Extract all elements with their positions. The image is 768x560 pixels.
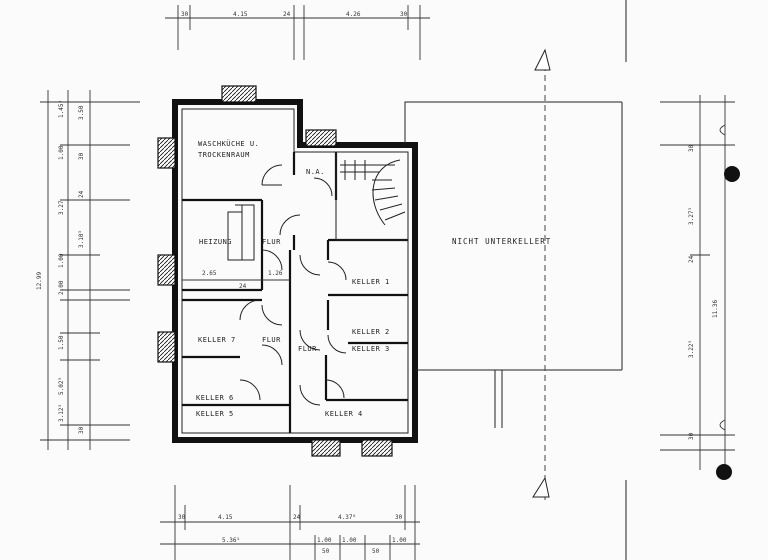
dim-bot-415: 4.15 — [218, 514, 233, 521]
room-label-keller5: KELLER 5 — [196, 410, 234, 418]
dim-inner-126: 1.26 — [268, 270, 283, 277]
dim-left-350: 3.50 — [78, 105, 85, 120]
dim-left-200: 2.00 — [58, 280, 65, 295]
dim-left-24: 24 — [78, 190, 85, 198]
dim-top-415: 4.15 — [233, 11, 248, 18]
room-label-na: N.A. — [306, 168, 325, 176]
dim-bot-50b: 50 — [372, 548, 380, 555]
dim-right-1136: 11.36 — [712, 299, 719, 318]
dim-left-1299: 12.99 — [36, 271, 43, 290]
dim-left-145: 1.45⁵ — [58, 99, 65, 118]
top-dimension-chain — [165, 5, 430, 60]
dim-left-327: 3.27 — [58, 200, 65, 215]
dim-bot-24: 24 — [293, 514, 301, 521]
room-label-keller3: KELLER 3 — [352, 345, 390, 353]
room-label-keller1: KELLER 1 — [352, 278, 390, 286]
dim-bot-30b: 30 — [395, 514, 403, 521]
dim-left-502: 5.02⁵ — [58, 376, 65, 395]
room-label-keller6: KELLER 6 — [196, 394, 234, 402]
room-label-flur-lower-left: FLUR — [262, 336, 281, 344]
column-markers — [716, 166, 740, 480]
room-label-waschkueche: WASCHKÜCHE U. — [198, 140, 260, 148]
room-label-trockenraum: TROCKENRAUM — [198, 151, 250, 159]
room-label-nicht-unterkellert: NICHT UNTERKELLERT — [452, 237, 552, 246]
room-label-keller7: KELLER 7 — [198, 336, 236, 344]
bottom-dimension-chains — [160, 485, 420, 560]
dim-left-100a: 1.00 — [58, 145, 65, 160]
dim-inner-24: 24 — [239, 283, 247, 290]
room-label-keller2: KELLER 2 — [352, 328, 390, 336]
room-label-heizung: HEIZUNG — [199, 238, 233, 246]
dim-top-30b: 30 — [400, 11, 408, 18]
dim-bot-50a: 50 — [322, 548, 330, 555]
doors — [239, 164, 347, 406]
dim-left-3125: 3.12⁵ — [58, 403, 65, 422]
dim-bot-100a: 1.00 — [317, 537, 332, 544]
right-dimension-chain — [660, 95, 735, 470]
stair — [335, 151, 409, 241]
dim-right-3275: 3.27⁵ — [688, 206, 695, 225]
dim-bot-100c: 1.00 — [392, 537, 407, 544]
dim-left-30a: 30 — [78, 152, 85, 160]
dim-right-30b: 30 — [688, 432, 695, 440]
dim-top-24: 24 — [283, 11, 291, 18]
dim-left-3105: 3.10⁵ — [78, 229, 85, 248]
window-niches — [157, 85, 393, 457]
dim-left-150: 1.50 — [58, 335, 65, 350]
boiler — [227, 204, 255, 261]
section-line — [532, 48, 551, 500]
interior-walls — [182, 152, 408, 433]
dim-left-100b: 1.00 — [58, 253, 65, 268]
dim-right-30a: 30 — [688, 144, 695, 152]
room-label-keller4: KELLER 4 — [325, 410, 363, 418]
dim-bot-30a: 30 — [178, 514, 186, 521]
dim-left-30b: 30 — [78, 426, 85, 434]
dim-bot-100b: 1.00 — [342, 537, 357, 544]
dim-top-30a: 30 — [181, 11, 189, 18]
dim-inner-265: 2.65 — [202, 270, 217, 277]
dim-bot-4376: 4.37⁶ — [338, 514, 357, 521]
dim-bot-5365: 5.36⁵ — [222, 537, 241, 544]
dim-right-3225: 3.22⁵ — [688, 339, 695, 358]
dim-top-426: 4.26 — [346, 11, 361, 18]
room-label-flur-upper: FLUR — [262, 238, 281, 246]
left-dimension-chains — [40, 90, 140, 450]
room-label-flur-lower-right: FLUR — [298, 345, 317, 353]
dim-right-24: 24 — [688, 255, 695, 263]
not-basemented-area — [404, 101, 623, 428]
